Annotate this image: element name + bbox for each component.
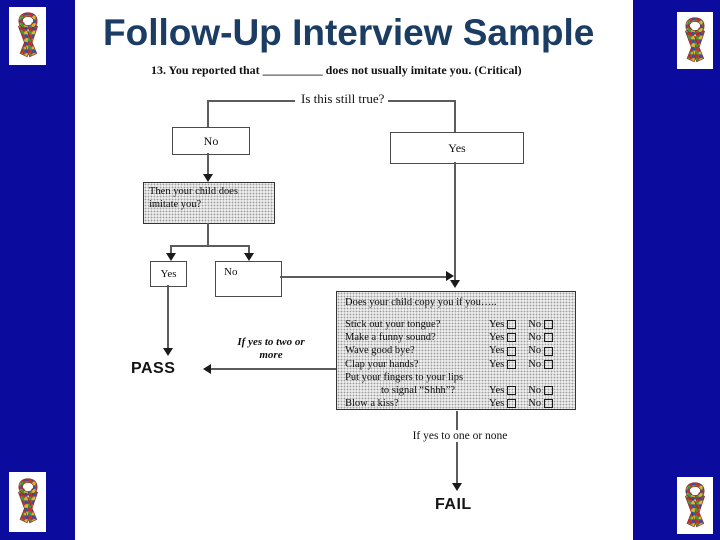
checklist-item-label: Wave good bye? <box>345 345 415 357</box>
pass-condition-label: If yes to two or more <box>237 336 305 361</box>
no-checkbox <box>544 333 554 343</box>
autism-ribbon-icon <box>685 16 705 62</box>
checklist-item-label: to signal “Shhh”? <box>381 385 456 397</box>
arrowhead-pass-left <box>203 364 211 374</box>
arrowhead-to-pass <box>163 348 173 356</box>
connector-copybox-to-pass <box>211 368 336 370</box>
arrowhead-yes1-to-copy-box <box>450 280 460 288</box>
autism-ribbon-icon <box>685 481 705 527</box>
checklist-item-label: Stick out your tongue? <box>345 319 441 330</box>
connector-yes1-down <box>454 162 456 281</box>
connector-top-left-h <box>207 100 295 102</box>
no-box-2: No <box>215 261 282 297</box>
connector-top-left-v <box>207 100 209 127</box>
copy-box-header: Does your child copy you if you….. <box>345 297 497 308</box>
checklist-row: Put your fingers to your lips <box>345 371 567 384</box>
yes-box-1-label: Yes <box>448 140 466 155</box>
yes-checkbox <box>507 320 517 330</box>
connector-split-h <box>170 245 249 247</box>
ribbon-card-top-left <box>9 7 46 65</box>
ribbon-card-top-right <box>677 12 713 69</box>
checklist-row: Make a funny sound? Yes No <box>345 331 567 344</box>
checklist-item-label: Blow a kiss? <box>345 398 399 410</box>
connector-top-right-v <box>454 100 456 132</box>
no-option-label: No <box>528 319 542 330</box>
pass-label: PASS <box>131 360 176 377</box>
arrowhead-to-then-box <box>203 174 213 182</box>
connector-split-left-v <box>170 245 172 254</box>
checklist-item-label: Make a funny sound? <box>345 332 436 344</box>
connector-copybox-to-fail <box>456 411 458 484</box>
no-checkbox <box>544 399 554 409</box>
still-true-label: Is this still true? <box>297 91 389 107</box>
no-box-1-label: No <box>203 133 219 148</box>
yes-no-options: Yes No <box>489 318 567 331</box>
checklist-row: Blow a kiss? Yes No <box>345 397 567 410</box>
no-option-label: No <box>528 398 542 410</box>
yes-no-options: Yes No <box>489 331 567 344</box>
yes-option-label: Yes <box>489 358 505 370</box>
ribbon-card-bottom-right <box>677 477 713 534</box>
connector-no1-down <box>207 153 209 175</box>
yes-box-2-label: Yes <box>160 268 177 280</box>
checklist-row: Clap your hands? Yes No <box>345 358 567 371</box>
yes-checkbox <box>507 333 517 343</box>
no-box-2-label: No <box>224 266 238 278</box>
yes-no-options: Yes No <box>489 384 567 397</box>
connector-split-right-v <box>248 245 250 254</box>
checklist-row: Wave good bye? Yes No <box>345 344 567 357</box>
question-text: 13. You reported that __________ does no… <box>151 63 522 77</box>
yes-option-label: Yes <box>489 319 505 330</box>
checklist-row: Stick out your tongue? Yes No <box>345 318 567 331</box>
fail-label: FAIL <box>435 496 472 513</box>
arrowhead-to-fail <box>452 483 462 491</box>
no-option-label: No <box>528 385 542 397</box>
no-option-label: No <box>528 358 542 370</box>
connector-no2-right <box>280 276 447 278</box>
copy-question-box: Does your child copy you if you….. Stick… <box>336 291 576 410</box>
connector-then-down <box>207 223 209 245</box>
checklist-item-label: Put your fingers to your lips <box>345 371 464 383</box>
page-title: Follow-Up Interview Sample <box>103 12 595 53</box>
checklist-item-label: Clap your hands? <box>345 358 419 370</box>
autism-ribbon-icon <box>17 478 38 524</box>
no-checkbox <box>544 346 554 356</box>
no-checkbox <box>544 359 554 369</box>
yes-checkbox <box>507 359 517 369</box>
yes-no-options: Yes No <box>489 358 567 371</box>
then-imitate-label: Then your child does imitate you? <box>149 186 238 211</box>
yes-no-options: Yes No <box>489 397 567 410</box>
yes-no-options: Yes No <box>489 344 567 357</box>
yes-checkbox <box>507 386 517 396</box>
yes-box-2: Yes <box>150 261 187 287</box>
yes-checkbox <box>507 346 517 356</box>
yes-option-label: Yes <box>489 385 505 397</box>
no-checkbox <box>544 386 554 396</box>
yes-option-label: Yes <box>489 345 505 357</box>
arrowhead-no2-to-copy-box <box>446 271 454 281</box>
no-option-label: No <box>528 345 542 357</box>
arrowhead-to-no2 <box>244 253 254 261</box>
connector-yes2-down <box>167 285 169 349</box>
no-checkbox <box>544 320 554 330</box>
then-imitate-box: Then your child does imitate you? <box>143 182 275 224</box>
yes-box-1: Yes <box>390 132 524 164</box>
arrowhead-to-yes2 <box>166 253 176 261</box>
no-option-label: No <box>528 332 542 344</box>
fail-condition-label: If yes to one or none <box>406 430 514 442</box>
no-box-1: No <box>172 127 250 155</box>
yes-option-label: Yes <box>489 398 505 410</box>
autism-ribbon-icon <box>17 12 38 58</box>
ribbon-card-bottom-left <box>9 472 46 532</box>
yes-checkbox <box>507 399 517 409</box>
yes-option-label: Yes <box>489 332 505 344</box>
checklist-row: to signal “Shhh”? Yes No <box>345 384 567 397</box>
connector-top-right-h <box>384 100 456 102</box>
